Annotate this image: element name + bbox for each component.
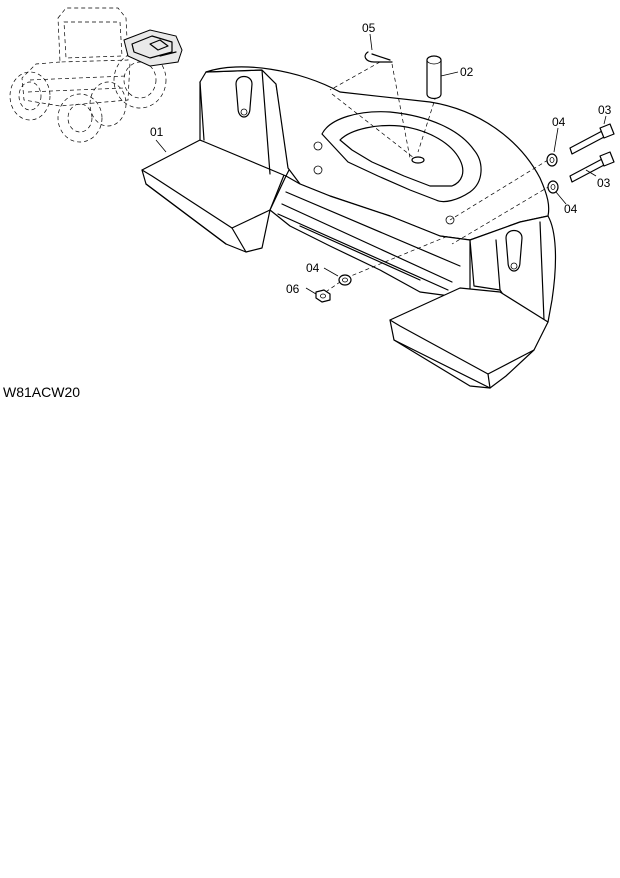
label-part-04-lower: 04 bbox=[564, 202, 578, 216]
bolt-03-lower bbox=[569, 151, 615, 183]
washer-04-upper bbox=[546, 153, 558, 167]
bolt-03-upper bbox=[569, 123, 615, 155]
washer-04-left bbox=[338, 274, 352, 286]
clip-05 bbox=[364, 51, 393, 63]
counterweight-body bbox=[141, 66, 557, 389]
label-part-01: 01 bbox=[150, 125, 164, 139]
leader-lines bbox=[155, 33, 607, 295]
nut-06 bbox=[315, 289, 331, 303]
drawing-code: W81ACW20 bbox=[3, 384, 81, 400]
label-part-04-upper: 04 bbox=[552, 115, 566, 129]
tractor-thumbnail bbox=[9, 7, 183, 143]
label-part-06: 06 bbox=[286, 282, 300, 296]
label-part-04-left: 04 bbox=[306, 261, 320, 275]
label-part-03-upper: 03 bbox=[598, 103, 612, 117]
label-part-05: 05 bbox=[362, 21, 376, 35]
pin-02 bbox=[426, 55, 442, 100]
assembly-lines bbox=[319, 61, 551, 297]
washer-04-lower bbox=[547, 180, 559, 194]
label-part-03-lower: 03 bbox=[597, 176, 611, 190]
label-part-02: 02 bbox=[460, 65, 474, 79]
